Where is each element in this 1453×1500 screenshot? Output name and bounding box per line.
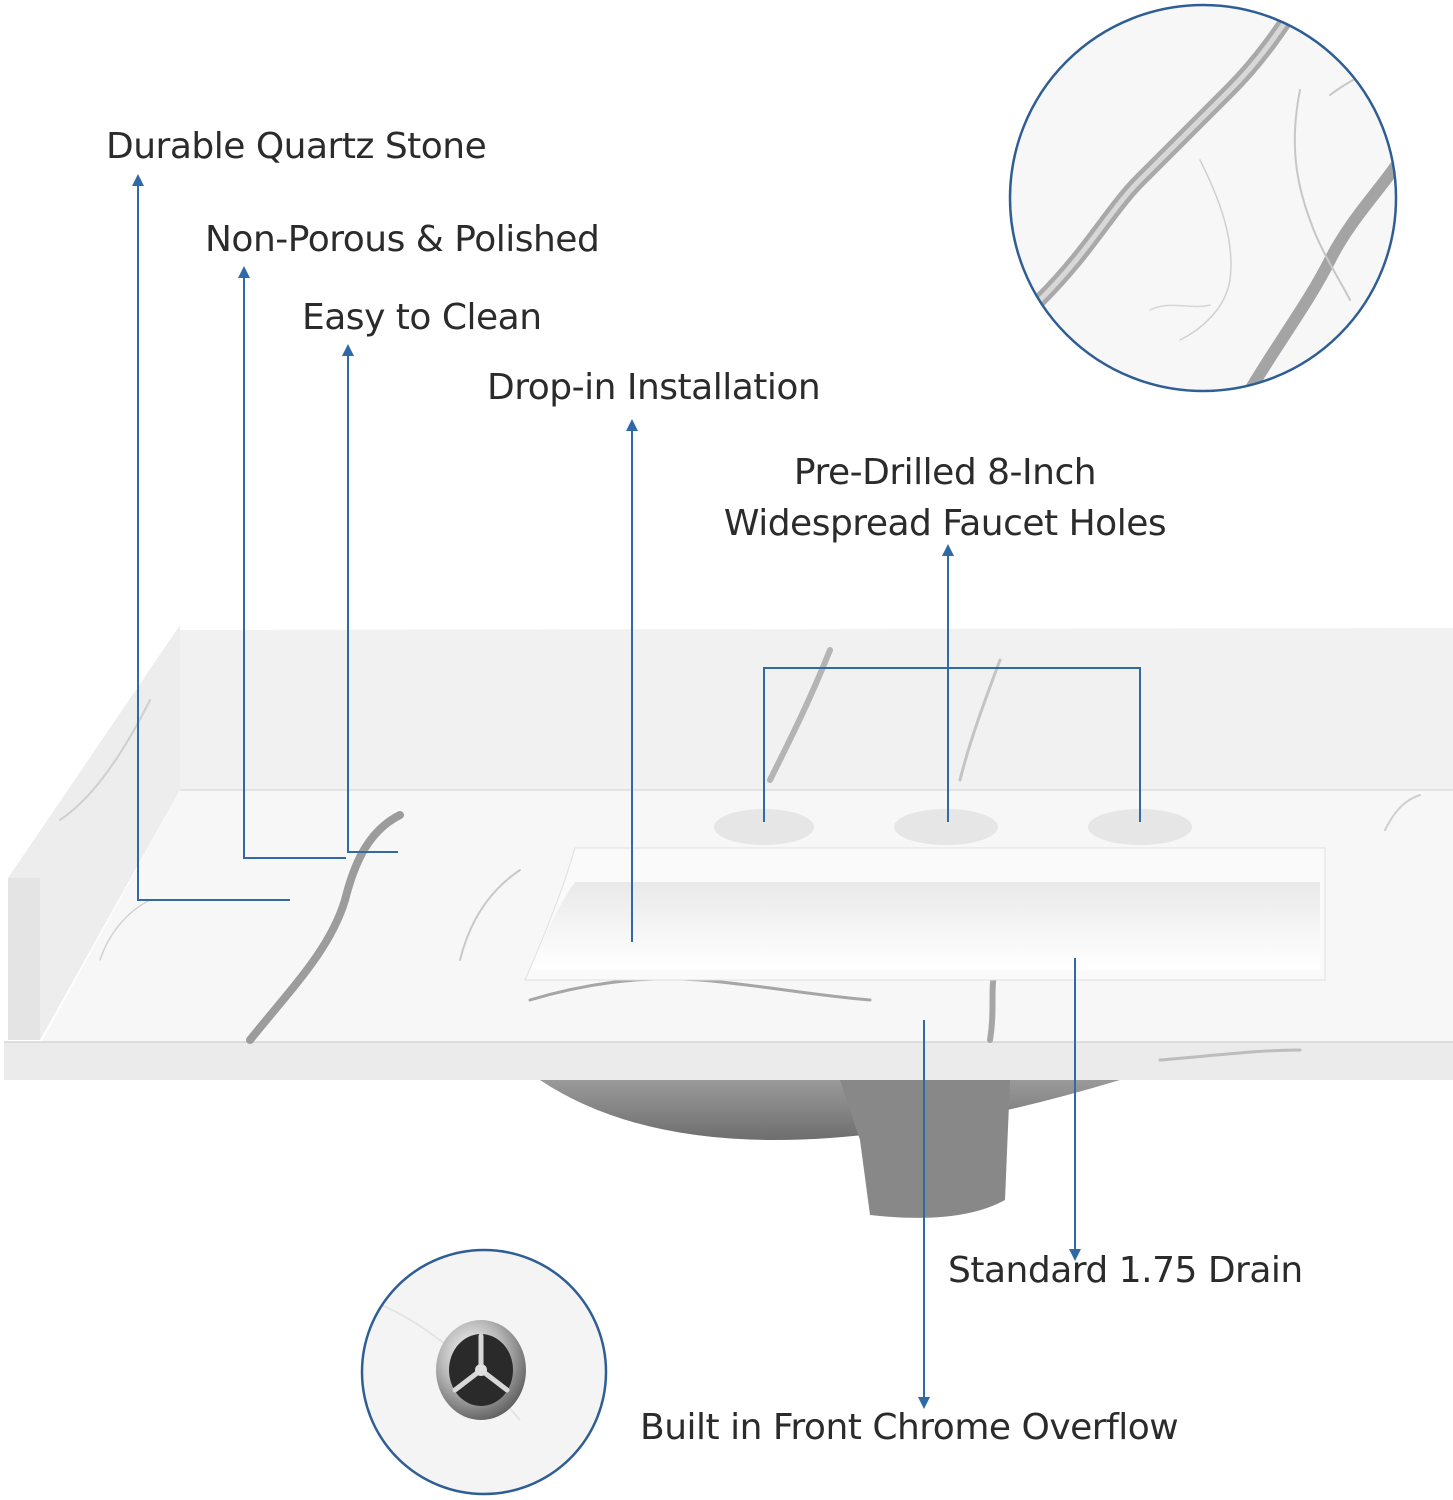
faucet-holes-label: Pre-Drilled 8-Inch Widespread Faucet Hol… bbox=[700, 451, 1190, 545]
durable-leader bbox=[132, 174, 290, 901]
faucet-label-line1: Pre-Drilled 8-Inch bbox=[793, 452, 1097, 493]
standard-drain-label: Standard 1.75 Drain bbox=[948, 1250, 1303, 1291]
faucet-bracket bbox=[763, 667, 1141, 822]
vanity-countertop bbox=[4, 625, 1453, 1218]
easy-clean-leader bbox=[342, 344, 398, 853]
marble-texture-inset-icon bbox=[1008, 3, 1398, 393]
nonporous-leader bbox=[238, 266, 346, 859]
callout-lines bbox=[132, 174, 1141, 1409]
nonporous-label: Non-Porous & Polished bbox=[205, 219, 600, 260]
faucet-label-line2: Widespread Faucet Holes bbox=[723, 503, 1167, 545]
durable-quartz-label: Durable Quartz Stone bbox=[106, 126, 487, 167]
easy-clean-label: Easy to Clean bbox=[302, 297, 542, 338]
chrome-overflow-label: Built in Front Chrome Overflow bbox=[640, 1407, 1179, 1448]
chrome-overflow-drain-inset-icon bbox=[360, 1248, 608, 1496]
drop-in-label: Drop-in Installation bbox=[487, 367, 821, 408]
